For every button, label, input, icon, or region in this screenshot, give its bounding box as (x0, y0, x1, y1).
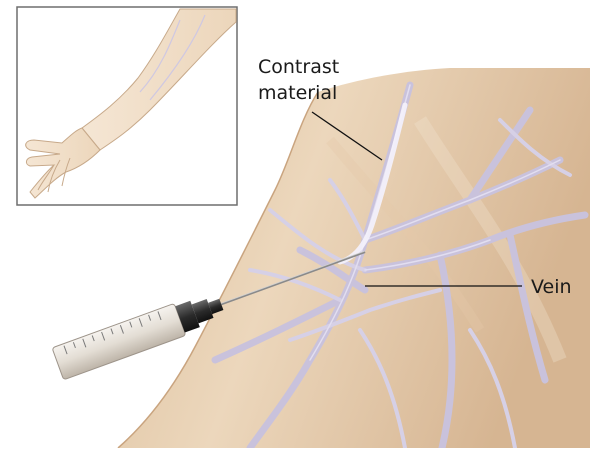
label-material: material (258, 82, 337, 105)
label-contrast: Contrast (258, 56, 339, 79)
label-vein: Vein (531, 276, 572, 299)
inset-panel (17, 7, 237, 205)
